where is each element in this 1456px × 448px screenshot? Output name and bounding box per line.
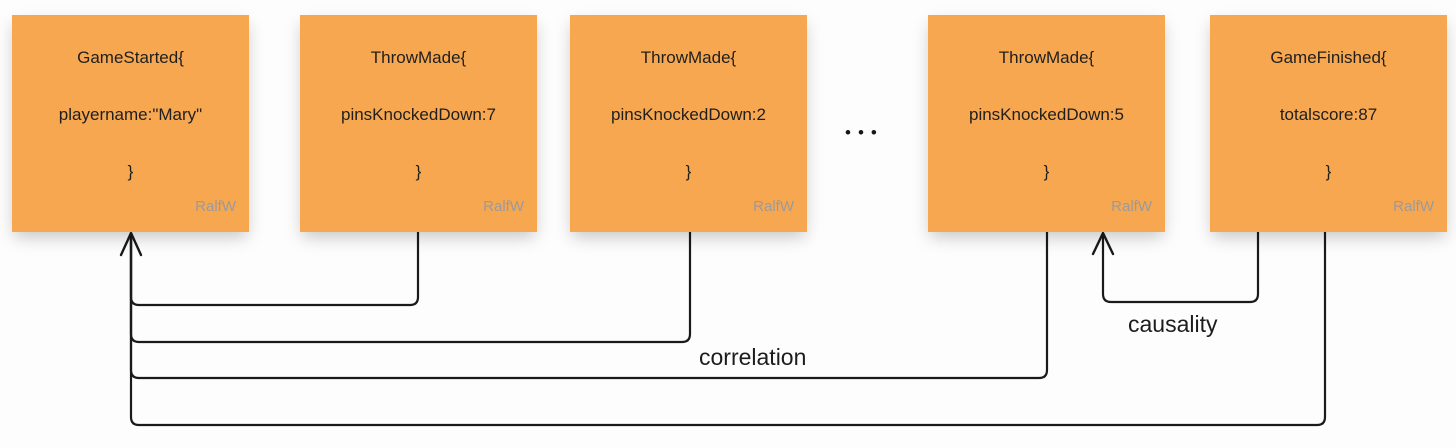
event-card-throw-made-2: ThrowMade{ pinsKnockedDown:2 } RalfW (570, 15, 807, 232)
event-line: pinsKnockedDown:5 (969, 105, 1124, 124)
event-line: pinsKnockedDown:7 (341, 105, 496, 124)
event-line: playername:"Mary" (58, 105, 203, 124)
event-line: totalscore:87 (1279, 105, 1378, 124)
event-line: } (1325, 162, 1332, 181)
causality-arrow (1091, 227, 1260, 304)
event-card-throw-made-5: ThrowMade{ pinsKnockedDown:5 } RalfW (928, 15, 1165, 232)
event-payload: GameFinished{ totalscore:87 } (1270, 10, 1386, 219)
event-payload: ThrowMade{ pinsKnockedDown:2 } (611, 10, 766, 219)
event-card-game-finished: GameFinished{ totalscore:87 } RalfW (1210, 15, 1447, 232)
event-card-throw-made-7: ThrowMade{ pinsKnockedDown:7 } RalfW (300, 15, 537, 232)
event-line: GameFinished{ (1270, 48, 1387, 67)
connector-throw7-to-gamestarted (129, 227, 420, 307)
omitted-events-ellipsis: ••• (845, 123, 884, 142)
event-line: ThrowMade{ (370, 48, 467, 67)
event-payload: GameStarted{ playername:"Mary" } (59, 10, 202, 219)
event-line: } (1043, 162, 1050, 181)
event-line: } (127, 162, 134, 181)
event-line: ThrowMade{ (998, 48, 1095, 67)
event-payload: ThrowMade{ pinsKnockedDown:7 } (341, 10, 496, 219)
event-line: pinsKnockedDown:2 (611, 105, 766, 124)
author-watermark: RalfW (1393, 198, 1434, 215)
arrowhead-into-gamestarted (119, 231, 143, 257)
event-payload: ThrowMade{ pinsKnockedDown:5 } (969, 10, 1124, 219)
correlation-arrows (119, 227, 1327, 427)
event-card-game-started: GameStarted{ playername:"Mary" } RalfW (12, 15, 249, 232)
connector-throw2-to-gamestarted (129, 227, 692, 344)
connector-gamefinished-to-throw5 (1101, 227, 1260, 304)
author-watermark: RalfW (195, 198, 236, 215)
event-line: GameStarted{ (77, 48, 184, 67)
event-line: } (415, 162, 422, 181)
causality-label: causality (1128, 311, 1218, 337)
event-line: } (685, 162, 692, 181)
author-watermark: RalfW (1111, 198, 1152, 215)
event-line: ThrowMade{ (640, 48, 737, 67)
arrowhead-into-throw5 (1091, 231, 1115, 256)
connector-gamefinished-to-gamestarted (129, 227, 1327, 427)
author-watermark: RalfW (753, 198, 794, 215)
correlation-label: correlation (699, 344, 807, 370)
connector-throw5-to-gamestarted (129, 227, 1049, 380)
author-watermark: RalfW (483, 198, 524, 215)
